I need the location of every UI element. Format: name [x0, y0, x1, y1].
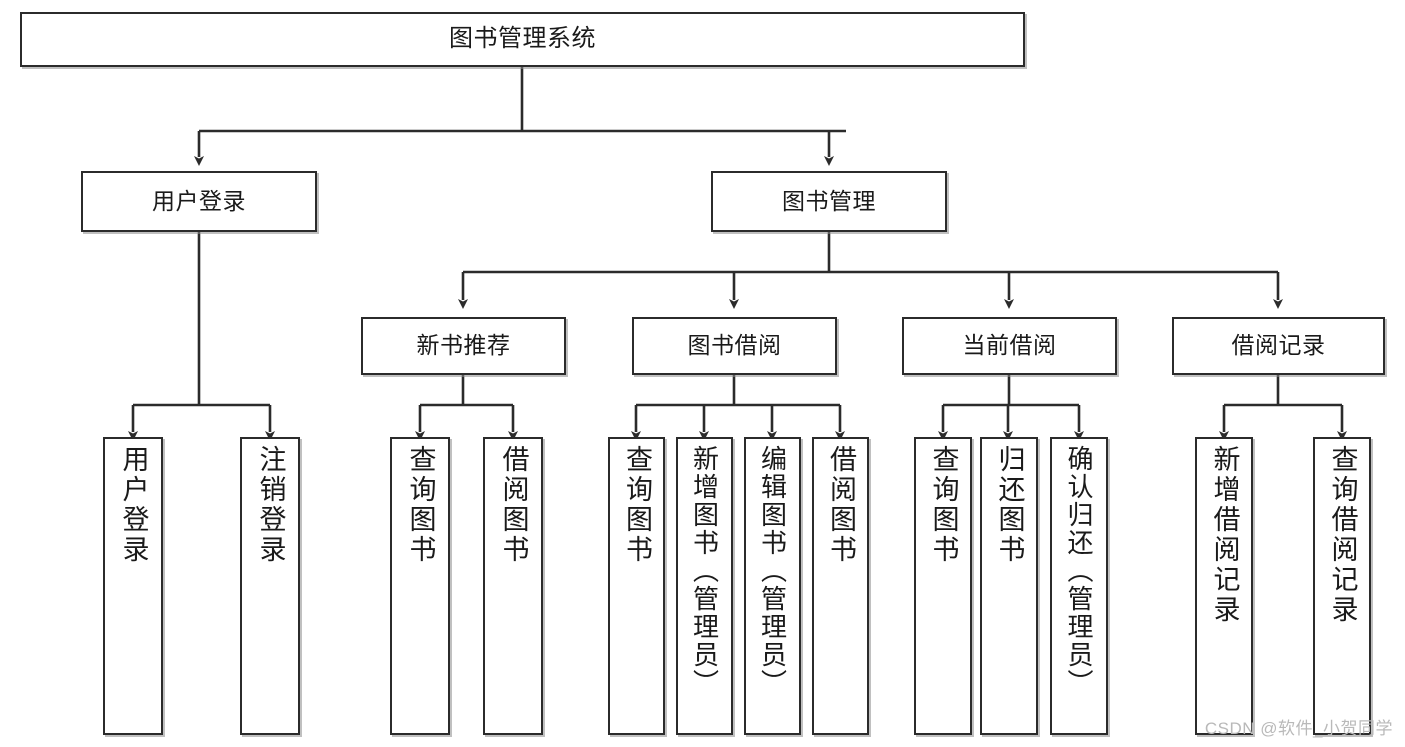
node-label: 借阅图书 — [498, 445, 529, 565]
node-label: 用户登录 — [118, 445, 149, 565]
node-current-borrow[interactable]: 当前借阅 — [902, 317, 1117, 375]
leaf-add-borrow-record[interactable]: 新增借阅记录 — [1195, 437, 1253, 735]
node-label: 编辑图书（管理员） — [757, 445, 788, 697]
node-label: 借阅图书 — [826, 445, 856, 565]
node-label: 新书推荐 — [416, 332, 511, 359]
csdn-watermark: CSDN @软件_小贺同学 — [1204, 719, 1393, 738]
leaf-query-book-current[interactable]: 查询图书 — [914, 437, 972, 735]
leaf-query-book-borrow[interactable]: 查询图书 — [608, 437, 665, 735]
node-label: 当前借阅 — [962, 332, 1057, 359]
node-label: 确认归还（管理员） — [1064, 445, 1094, 697]
node-user-login[interactable]: 用户登录 — [81, 171, 317, 232]
node-label: 图书管理 — [782, 187, 876, 214]
node-label: 注销登录 — [255, 445, 286, 565]
node-label: 新增图书（管理员） — [689, 445, 720, 697]
node-label: 新增借阅记录 — [1209, 445, 1240, 625]
node-borrow-record[interactable]: 借阅记录 — [1172, 317, 1385, 375]
node-label: 查询图书 — [405, 445, 436, 565]
leaf-borrow-book[interactable]: 借阅图书 — [812, 437, 869, 735]
leaf-query-book-recommendation[interactable]: 查询图书 — [390, 437, 450, 735]
node-label: 图书借阅 — [687, 332, 782, 359]
leaf-borrow-book-recommendation[interactable]: 借阅图书 — [483, 437, 543, 735]
node-label: 用户登录 — [152, 187, 246, 214]
leaf-user-login[interactable]: 用户登录 — [103, 437, 163, 735]
leaf-query-borrow-record[interactable]: 查询借阅记录 — [1313, 437, 1371, 735]
node-label: 查询借阅记录 — [1327, 445, 1358, 625]
node-new-book-recommendation[interactable]: 新书推荐 — [361, 317, 566, 375]
node-book-management[interactable]: 图书管理 — [711, 171, 947, 232]
leaf-logout-login[interactable]: 注销登录 — [240, 437, 300, 735]
leaf-add-book-admin[interactable]: 新增图书（管理员） — [676, 437, 733, 735]
node-book-management-system[interactable]: 图书管理系统 — [20, 12, 1025, 67]
leaf-confirm-return-admin[interactable]: 确认归还（管理员） — [1050, 437, 1108, 735]
node-label: 查询图书 — [928, 445, 959, 565]
node-label: 借阅记录 — [1231, 332, 1326, 359]
node-label: 查询图书 — [622, 445, 652, 565]
leaf-edit-book-admin[interactable]: 编辑图书（管理员） — [744, 437, 801, 735]
node-label: 图书管理系统 — [449, 25, 596, 53]
node-label: 归还图书 — [994, 445, 1025, 565]
node-book-borrow[interactable]: 图书借阅 — [632, 317, 837, 375]
leaf-return-book[interactable]: 归还图书 — [980, 437, 1038, 735]
